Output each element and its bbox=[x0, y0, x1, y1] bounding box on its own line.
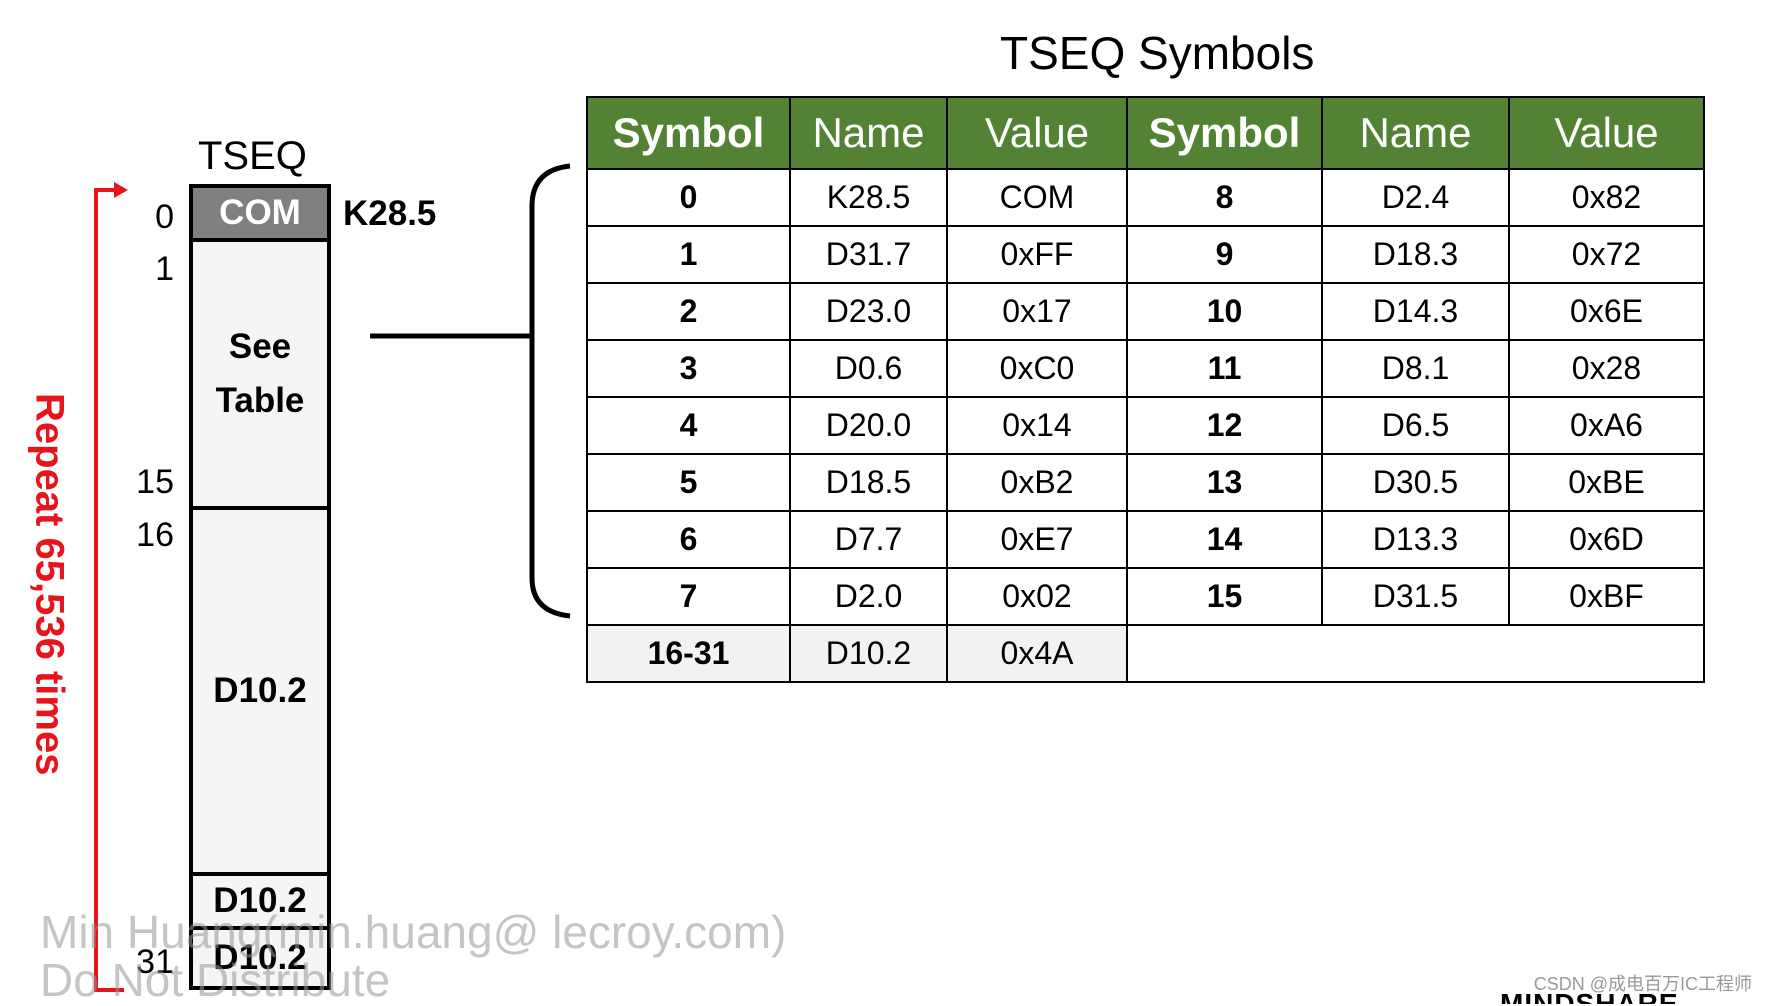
symbol-cell: 9 bbox=[1126, 225, 1323, 284]
header-value: Value bbox=[946, 96, 1128, 170]
value-cell: 0xB2 bbox=[946, 453, 1128, 512]
symbol-cell: 12 bbox=[1126, 396, 1323, 455]
watermark-line2: Do Not Distribute bbox=[40, 954, 391, 1006]
repeat-label: Repeat 65,536 times bbox=[27, 392, 72, 776]
header-name: Name bbox=[789, 96, 948, 170]
name-cell: D31.7 bbox=[789, 225, 948, 284]
value-cell: 0xFF bbox=[946, 225, 1128, 284]
value-cell: 0x82 bbox=[1508, 168, 1705, 227]
value-cell: 0x4A bbox=[946, 624, 1128, 683]
com-block: COM bbox=[193, 188, 327, 242]
watermark-line1: Min Huang(min.huang@ lecroy.com) bbox=[40, 906, 787, 958]
header-name: Name bbox=[1321, 96, 1510, 170]
value-cell: 0xC0 bbox=[946, 339, 1128, 398]
symbol-cell: 11 bbox=[1126, 339, 1323, 398]
value-cell: COM bbox=[946, 168, 1128, 227]
repeat-arrow-head bbox=[114, 182, 128, 198]
value-cell: 0xA6 bbox=[1508, 396, 1705, 455]
symbol-cell: 2 bbox=[586, 282, 791, 341]
csdn-credit: CSDN @成电百万IC工程师 bbox=[1533, 974, 1752, 994]
value-cell: 0x6D bbox=[1508, 510, 1705, 569]
value-cell: 0x02 bbox=[946, 567, 1128, 626]
symbol-cell: 3 bbox=[586, 339, 791, 398]
name-cell: D8.1 bbox=[1321, 339, 1510, 398]
com-code-label: K28.5 bbox=[343, 194, 437, 233]
symbol-cell: 15 bbox=[1126, 567, 1323, 626]
name-cell: D2.4 bbox=[1321, 168, 1510, 227]
value-cell: 0x72 bbox=[1508, 225, 1705, 284]
name-cell: D30.5 bbox=[1321, 453, 1510, 512]
symbol-cell: 0 bbox=[586, 168, 791, 227]
name-cell: D20.0 bbox=[789, 396, 948, 455]
index-16: 16 bbox=[136, 516, 174, 554]
symbol-cell: 14 bbox=[1126, 510, 1323, 569]
name-cell: D13.3 bbox=[1321, 510, 1510, 569]
symbol-cell: 13 bbox=[1126, 453, 1323, 512]
table-brace bbox=[529, 163, 571, 619]
value-cell: 0x28 bbox=[1508, 339, 1705, 398]
tseq-stack: COM See Table D10.2 D10.2 D10.2 bbox=[189, 184, 331, 990]
value-cell: 0x17 bbox=[946, 282, 1128, 341]
name-cell: D10.2 bbox=[789, 624, 948, 683]
index-15: 15 bbox=[136, 463, 174, 501]
symbol-cell: 7 bbox=[586, 567, 791, 626]
header-symbol: Symbol bbox=[586, 96, 791, 170]
tseq-label: TSEQ bbox=[198, 134, 307, 178]
value-cell: 0xE7 bbox=[946, 510, 1128, 569]
table-header-row: Symbol Name Value Symbol Name Value bbox=[586, 96, 1705, 170]
symbol-cell: 10 bbox=[1126, 282, 1323, 341]
see-table-block: See Table bbox=[193, 242, 327, 510]
value-cell: 0xBF bbox=[1508, 567, 1705, 626]
index-1: 1 bbox=[155, 250, 174, 288]
symbol-cell: 6 bbox=[586, 510, 791, 569]
name-cell: D18.3 bbox=[1321, 225, 1510, 284]
watermark: Min Huang(min.huang@ lecroy.com) Do Not … bbox=[40, 908, 786, 1004]
name-cell: D2.0 bbox=[789, 567, 948, 626]
value-cell: 0xBE bbox=[1508, 453, 1705, 512]
symbol-cell: 4 bbox=[586, 396, 791, 455]
name-cell: D23.0 bbox=[789, 282, 948, 341]
name-cell: D14.3 bbox=[1321, 282, 1510, 341]
d102-block-a: D10.2 bbox=[193, 876, 327, 930]
name-cell: K28.5 bbox=[789, 168, 948, 227]
name-cell: D0.6 bbox=[789, 339, 948, 398]
symbol-cell: 8 bbox=[1126, 168, 1323, 227]
name-cell: D18.5 bbox=[789, 453, 948, 512]
name-cell: D7.7 bbox=[789, 510, 948, 569]
see-table-line1: See bbox=[228, 327, 292, 366]
name-cell: D6.5 bbox=[1321, 396, 1510, 455]
mindshare-logo: MINDSHARE bbox=[1500, 988, 1679, 1004]
value-cell: 0x14 bbox=[946, 396, 1128, 455]
index-0: 0 bbox=[155, 198, 174, 236]
symbol-cell: 16-31 bbox=[586, 624, 791, 683]
d102-block-b: D10.2 bbox=[213, 938, 307, 977]
value-cell: 0x6E bbox=[1508, 282, 1705, 341]
repeat-loop-line bbox=[94, 188, 124, 992]
table-title: TSEQ Symbols bbox=[1000, 27, 1315, 79]
index-31: 31 bbox=[136, 943, 174, 981]
empty-cell bbox=[1126, 624, 1705, 683]
header-symbol: Symbol bbox=[1126, 96, 1323, 170]
name-cell: D31.5 bbox=[1321, 567, 1510, 626]
symbol-cell: 1 bbox=[586, 225, 791, 284]
see-table-line2: Table bbox=[215, 381, 305, 420]
header-value: Value bbox=[1508, 96, 1705, 170]
symbol-cell: 5 bbox=[586, 453, 791, 512]
d102-main-block: D10.2 bbox=[193, 510, 327, 876]
